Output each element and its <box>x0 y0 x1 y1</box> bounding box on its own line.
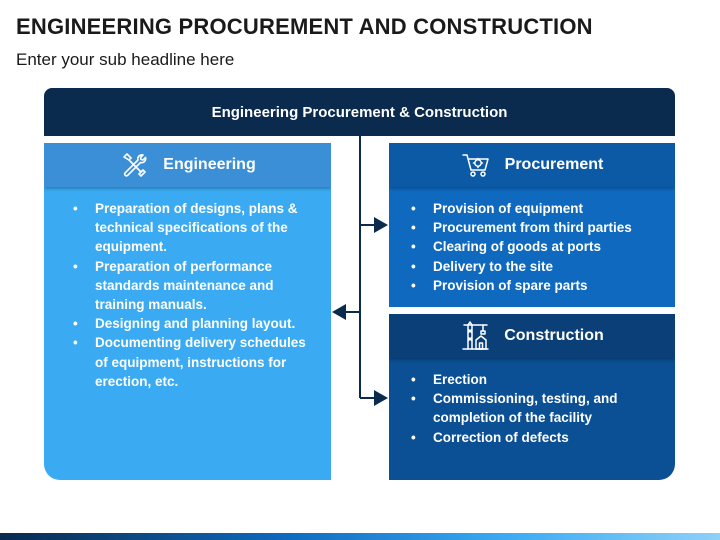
engineering-panel: Engineering Preparation of designs, plan… <box>44 143 331 480</box>
page-title: ENGINEERING PROCUREMENT AND CONSTRUCTION <box>16 14 593 39</box>
list-item: Clearing of goods at ports <box>409 237 667 256</box>
list-item: Preparation of performance standards mai… <box>71 257 319 315</box>
construction-panel: Construction Erection Commissioning, tes… <box>389 314 675 480</box>
list-item: Provision of equipment <box>409 199 667 218</box>
list-item: Correction of defects <box>409 428 667 447</box>
procurement-title: Procurement <box>504 156 604 173</box>
engineering-list: Preparation of designs, plans & technica… <box>44 143 331 391</box>
crane-building-icon <box>460 321 490 351</box>
list-item: Procurement from third parties <box>409 218 667 237</box>
list-item: Preparation of designs, plans & technica… <box>71 199 319 257</box>
shopping-cart-gear-icon <box>461 150 491 180</box>
wrench-screwdriver-icon <box>119 150 149 180</box>
list-item: Documenting delivery schedules of equipm… <box>71 333 319 391</box>
list-item: Provision of spare parts <box>409 276 667 295</box>
engineering-header: Engineering <box>44 143 331 187</box>
procurement-header: Procurement <box>389 143 675 187</box>
procurement-list: Provision of equipment Procurement from … <box>389 187 675 295</box>
construction-header: Construction <box>389 314 675 358</box>
header-label: Engineering Procurement & Construction <box>211 103 508 121</box>
construction-list: Erection Commissioning, testing, and com… <box>389 358 675 447</box>
list-item: Commissioning, testing, and completion o… <box>409 389 667 427</box>
list-item: Erection <box>409 370 667 389</box>
list-item: Designing and planning layout. <box>71 314 319 333</box>
procurement-panel: Procurement Provision of equipment Procu… <box>389 143 675 307</box>
bottom-strip <box>0 533 720 540</box>
list-item: Delivery to the site <box>409 257 667 276</box>
header-bar: Engineering Procurement & Construction <box>44 88 675 136</box>
construction-title: Construction <box>504 327 604 344</box>
page-subtitle: Enter your sub headline here <box>16 50 235 69</box>
engineering-title: Engineering <box>163 156 256 173</box>
